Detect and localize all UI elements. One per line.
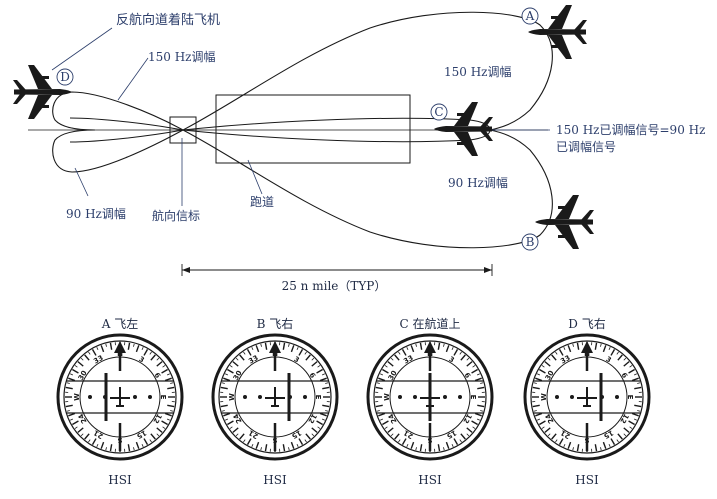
lobe-150hz-right [182, 11, 553, 131]
hsi-instrument: B 飞右N36E1215S2124W3033HSI [211, 316, 339, 487]
label-150hz-right: 150 Hz调幅 [444, 64, 512, 79]
svg-text:3: 3 [137, 355, 145, 364]
hsi-caption: HSI [108, 473, 132, 487]
svg-text:33: 33 [92, 354, 105, 366]
svg-text:33: 33 [247, 354, 260, 366]
svg-text:30: 30 [232, 369, 244, 382]
svg-text:24: 24 [77, 412, 89, 425]
svg-text:3: 3 [604, 355, 612, 364]
svg-text:W: W [73, 393, 81, 401]
svg-text:W: W [383, 393, 391, 401]
svg-text:W: W [228, 393, 236, 401]
svg-text:12: 12 [618, 412, 630, 425]
svg-text:3: 3 [447, 355, 455, 364]
label-90hz-right: 90 Hz调幅 [448, 175, 508, 190]
aircraft-b-icon [535, 195, 594, 249]
lobe-90hz-right [182, 129, 553, 249]
hsi-title: C 在航道上 [400, 316, 461, 331]
marker-b: B [521, 233, 539, 251]
hsi-title: B 飞右 [257, 316, 294, 331]
svg-text:W: W [540, 393, 548, 401]
svg-text:E: E [469, 395, 477, 400]
svg-text:21: 21 [92, 428, 105, 440]
svg-text:15: 15 [290, 428, 303, 440]
svg-text:15: 15 [445, 428, 458, 440]
label-runway: 跑道 [250, 195, 274, 209]
svg-text:3: 3 [292, 355, 300, 364]
svg-text:24: 24 [232, 412, 244, 425]
distance-dimension: 25 n mile（TYP） [181, 264, 493, 293]
hsi-instrument: C 在航道上N36E1215S2124W3033HSI [366, 316, 494, 487]
hsi-aircraft-icon [265, 387, 285, 407]
lobe-narrow-lower [182, 129, 491, 143]
svg-text:12: 12 [151, 412, 163, 425]
label-back-course: 反航向道着陆飞机 [116, 12, 220, 28]
hsi-caption: HSI [418, 473, 442, 487]
label-90hz-left: 90 Hz调幅 [66, 206, 126, 221]
hsi-title: D 飞右 [568, 316, 605, 331]
svg-text:30: 30 [77, 369, 89, 382]
svg-text:6: 6 [620, 371, 629, 379]
svg-text:30: 30 [387, 369, 399, 382]
svg-text:12: 12 [461, 412, 473, 425]
svg-text:30: 30 [544, 369, 556, 382]
svg-text:21: 21 [247, 428, 260, 440]
svg-text:6: 6 [463, 371, 472, 379]
svg-text:21: 21 [559, 428, 572, 440]
marker-a: A [521, 7, 539, 25]
svg-text:E: E [159, 395, 167, 400]
hsi-row: A 飞左N36E1215S2124W3033HSIB 飞右N36E1215S21… [56, 316, 651, 487]
label-distance: 25 n mile（TYP） [282, 279, 387, 293]
hsi-instrument: A 飞左N36E1215S2124W3033HSI [56, 316, 184, 487]
svg-text:6: 6 [153, 371, 162, 379]
lobe-90hz-left [52, 129, 184, 173]
svg-text:E: E [314, 395, 322, 400]
svg-text:A: A [525, 9, 535, 23]
svg-text:33: 33 [559, 354, 572, 366]
svg-text:E: E [626, 395, 634, 400]
hsi-aircraft-icon [577, 387, 597, 407]
hsi-caption: HSI [263, 473, 287, 487]
hsi-aircraft-icon [110, 387, 130, 407]
lobe-left-narrow [69, 117, 184, 143]
svg-text:D: D [60, 70, 70, 84]
svg-text:12: 12 [306, 412, 318, 425]
localizer-box [169, 116, 197, 144]
marker-c: C [430, 103, 448, 121]
leader-90hz-left [74, 167, 89, 197]
label-equal-1: 150 Hz已调幅信号=90 Hz [556, 122, 705, 137]
leader-runway [247, 159, 263, 195]
label-localizer: 航向信标 [152, 208, 200, 223]
hsi-instrument: D 飞右N36E1215S2124W3033HSI [523, 316, 651, 487]
lobe-150hz-left [52, 91, 184, 131]
runway-box [215, 94, 411, 164]
label-equal-2: 已调幅信号 [556, 139, 616, 154]
label-150hz-left: 150 Hz调幅 [148, 49, 216, 64]
svg-text:24: 24 [544, 412, 556, 425]
svg-text:B: B [526, 235, 535, 249]
svg-text:21: 21 [402, 428, 415, 440]
leader-150hz-left [117, 57, 149, 101]
svg-text:24: 24 [387, 412, 399, 425]
marker-d: D [56, 68, 74, 86]
hsi-caption: HSI [575, 473, 599, 487]
svg-text:15: 15 [135, 428, 148, 440]
svg-text:C: C [434, 105, 443, 119]
hsi-title: A 飞左 [101, 316, 138, 331]
hsi-aircraft-icon [420, 387, 440, 407]
svg-text:15: 15 [602, 428, 615, 440]
svg-text:33: 33 [402, 354, 415, 366]
leader-back-course [51, 27, 113, 71]
svg-text:6: 6 [308, 371, 317, 379]
